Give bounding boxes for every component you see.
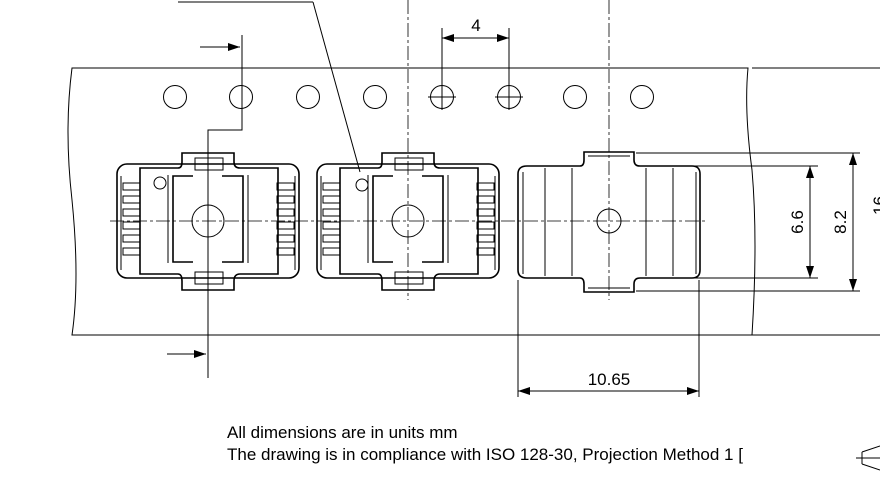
- cavity-length-value: 10.65: [588, 370, 631, 389]
- drawing-notes: All dimensions are in units mm The drawi…: [227, 422, 743, 466]
- sprocket-hole: [296, 85, 320, 109]
- sprocket-hole: [630, 85, 654, 109]
- width-dimensions: 6.6 8.2 16: [636, 67, 880, 336]
- compliance-note: The drawing is in compliance with ISO 12…: [227, 445, 743, 464]
- width-inner-value: 6.6: [788, 210, 807, 234]
- tape-width-value: 16: [870, 196, 880, 215]
- component-2: [316, 152, 500, 291]
- width-outer-value: 8.2: [831, 210, 850, 234]
- sprocket-hole: [363, 85, 387, 109]
- sprocket-hole: [163, 85, 187, 109]
- projection-method-symbol: [856, 445, 880, 471]
- pitch-value: 4: [471, 16, 480, 35]
- component-1: [116, 152, 300, 291]
- sprocket-hole: [229, 85, 253, 109]
- units-note: All dimensions are in units mm: [227, 423, 458, 442]
- cavity-length-dimension: 10.65: [517, 280, 700, 397]
- pitch-dimension: 4: [441, 16, 510, 110]
- sprocket-holes: [163, 85, 654, 109]
- sprocket-hole: [563, 85, 587, 109]
- leader-line: [312, 1, 361, 173]
